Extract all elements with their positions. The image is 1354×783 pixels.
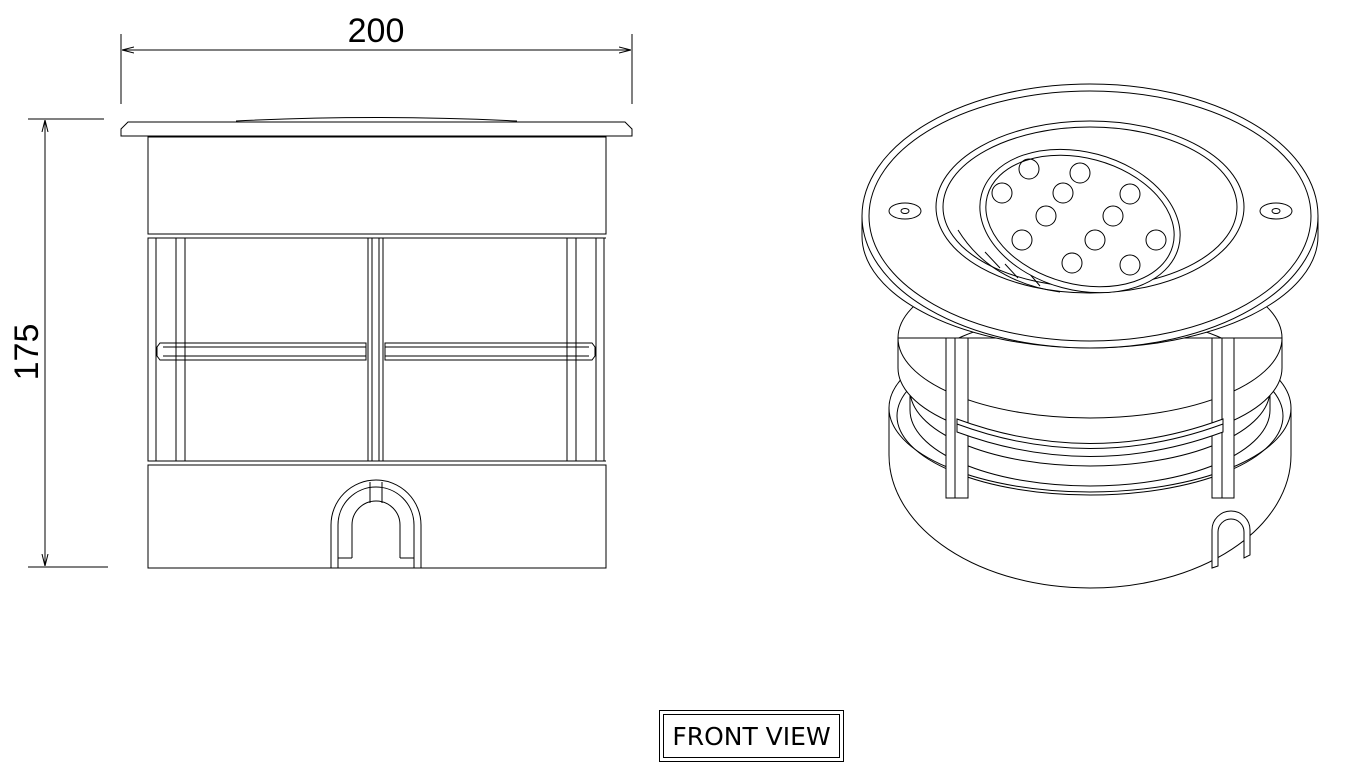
iso-led-module: [979, 148, 1181, 294]
iso-cage-bar: [956, 418, 1224, 457]
width-label: 200: [348, 12, 405, 50]
led: [1069, 162, 1091, 184]
cage-post-outer-left: [147, 237, 157, 462]
led: [1018, 158, 1040, 180]
cable-gland-inner: [351, 500, 401, 558]
cage-post-right: [566, 237, 577, 462]
cable-gland-outer: [330, 479, 422, 568]
led: [991, 182, 1013, 204]
led: [1061, 252, 1083, 274]
view-label: FRONT VIEW: [663, 714, 840, 758]
upper-body: [147, 136, 607, 235]
iso-module-shadow: [957, 229, 1061, 293]
bottom-base: [147, 464, 607, 569]
led: [1102, 205, 1124, 227]
isometric-view-drawing: [861, 83, 1319, 589]
led: [1119, 254, 1141, 276]
iso-cable-gland: [1211, 510, 1251, 569]
height-label: 175: [8, 324, 46, 381]
iso-screw-right: [1259, 202, 1293, 220]
led: [1084, 229, 1106, 251]
flange-lens-curve: [235, 117, 518, 122]
height-dimension: 175: [8, 118, 108, 568]
led: [1119, 183, 1141, 205]
front-view-drawing: [120, 117, 633, 569]
view-label-box: FRONT VIEW: [659, 710, 844, 762]
iso-post-right: [1211, 337, 1235, 499]
led: [1052, 182, 1074, 204]
cage-post-center: [367, 237, 384, 462]
iso-post-left: [945, 337, 969, 499]
iso-screw-left: [888, 202, 922, 220]
width-dimension: 200: [120, 12, 633, 104]
led: [1011, 229, 1033, 251]
led: [1035, 205, 1057, 227]
cage-bar-left: [156, 342, 367, 361]
led: [1145, 229, 1167, 251]
cage-post-outer-right: [595, 237, 605, 462]
cage-bar-right: [384, 342, 596, 361]
cable-gland-mid: [337, 486, 415, 568]
top-flange: [120, 121, 633, 137]
cage-post-left: [175, 237, 186, 462]
